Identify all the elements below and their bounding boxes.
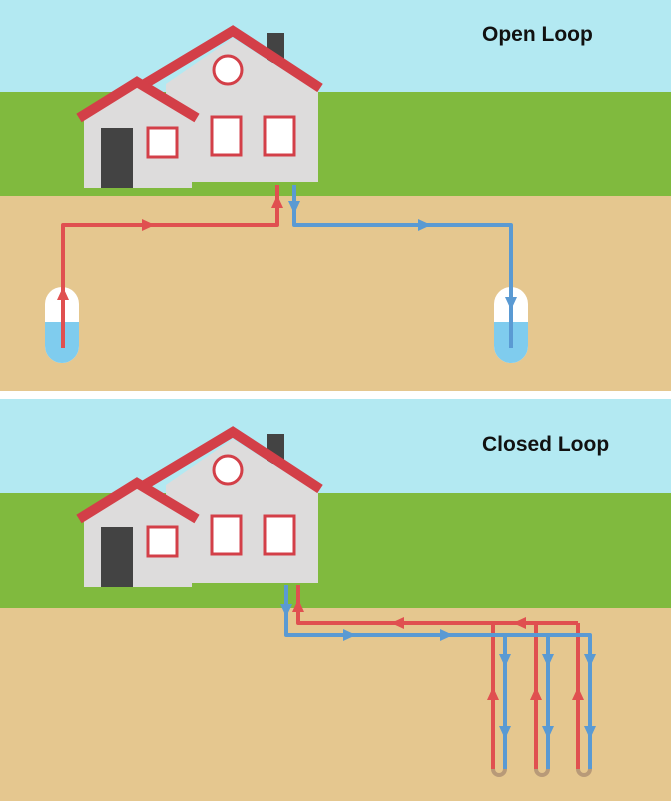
flow-arrow-up (57, 287, 69, 300)
main-roof (135, 426, 323, 494)
window (146, 525, 179, 558)
door (101, 128, 133, 188)
closed-loop-panel: Closed Loop (0, 399, 671, 801)
flow-arrow-left (391, 617, 404, 629)
flow-arrow-right (418, 219, 431, 231)
soil (0, 608, 671, 801)
flow-arrow-up (487, 687, 499, 700)
open-loop-title: Open Loop (482, 23, 593, 46)
flow-arrow-down (542, 726, 554, 739)
soil (0, 196, 671, 391)
flow-arrow-down (499, 726, 511, 739)
round-window (212, 54, 244, 86)
flow-arrow-down (542, 654, 554, 667)
flow-arrow-up (530, 687, 542, 700)
door (101, 527, 133, 587)
flow-arrow-down (584, 726, 596, 739)
flow-arrow-up (292, 599, 304, 612)
flow-arrow-up (572, 687, 584, 700)
flow-arrow-right (440, 629, 453, 641)
sky (0, 399, 671, 493)
window (146, 126, 179, 159)
closed-loop-diagram (0, 399, 671, 801)
sky (0, 0, 671, 92)
window (210, 514, 243, 556)
side-roof (76, 477, 200, 524)
flow-arrow-down (499, 654, 511, 667)
flow-arrow-down (288, 201, 300, 214)
open-loop-diagram (0, 0, 671, 391)
side-roof (76, 76, 200, 123)
flow-arrow-down (584, 654, 596, 667)
house (76, 426, 323, 587)
round-window (212, 454, 244, 486)
open-loop-panel: Open Loop (0, 0, 671, 391)
closed-loop-title: Closed Loop (482, 433, 610, 456)
flow-arrow-up (271, 195, 283, 208)
flow-arrow-down (280, 604, 292, 617)
window (263, 115, 296, 157)
flow-arrow-down (505, 297, 517, 310)
house (76, 25, 323, 188)
hot-header-pipe (296, 585, 578, 625)
flow-arrow-left (513, 617, 526, 629)
flow-arrow-right (142, 219, 155, 231)
window (263, 514, 296, 556)
window (210, 115, 243, 157)
main-roof (135, 25, 323, 93)
flow-arrow-right (343, 629, 356, 641)
